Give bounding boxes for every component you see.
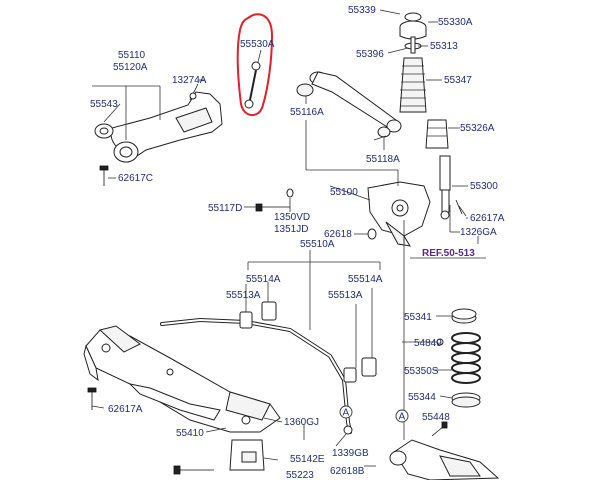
marker-a-lower: A	[339, 405, 353, 419]
upper-control-arm	[296, 71, 402, 138]
lower-arm	[389, 439, 500, 480]
label-55118A[interactable]: 55118A	[366, 154, 400, 165]
label-55339[interactable]: 55339	[348, 5, 376, 16]
part-labels: 55339 55330A 55396 55313 55347 55326A 55…	[90, 5, 505, 480]
label-62617A-right[interactable]: 62617A	[470, 213, 505, 224]
highlighted-part-55530A[interactable]	[236, 13, 274, 116]
label-55330A[interactable]: 55330A	[438, 17, 473, 28]
label-55513A-left[interactable]: 55513A	[226, 290, 261, 301]
label-55347[interactable]: 55347	[444, 75, 472, 86]
label-55110[interactable]: 55110	[118, 50, 146, 61]
label-55100[interactable]: 55100	[330, 187, 358, 198]
label-55530A[interactable]: 55530A	[240, 39, 275, 50]
marker-a-lower-text: A	[343, 408, 350, 419]
label-1326GA[interactable]: 1326GA	[460, 227, 497, 238]
label-62618B[interactable]: 62618B	[330, 466, 365, 477]
label-55514A-left[interactable]: 55514A	[246, 274, 281, 285]
label-13274A[interactable]: 13274A	[172, 75, 207, 86]
label-62617C[interactable]: 62617C	[118, 173, 153, 184]
label-55116A[interactable]: 55116A	[290, 107, 324, 118]
label-55300[interactable]: 55300	[470, 181, 498, 192]
label-55120A[interactable]: 55120A	[113, 62, 148, 73]
label-55117D[interactable]: 55117D	[208, 203, 242, 214]
label-55513A-right[interactable]: 55513A	[328, 290, 363, 301]
shock-absorber-assembly	[399, 12, 467, 220]
label-ref-50-513[interactable]: REF.50-513	[422, 248, 475, 259]
label-62617A-left[interactable]: 62617A	[108, 404, 143, 415]
label-55341[interactable]: 55341	[404, 312, 432, 323]
label-55448[interactable]: 55448	[422, 412, 450, 423]
label-55543[interactable]: 55543	[90, 99, 118, 110]
crossmember-55410	[83, 325, 281, 475]
label-55510A[interactable]: 55510A	[300, 239, 335, 250]
label-55344[interactable]: 55344	[408, 392, 436, 403]
label-55313[interactable]: 55313	[430, 41, 458, 52]
label-1351JD[interactable]: 1351JD	[274, 224, 308, 235]
leader-lines	[91, 9, 486, 467]
marker-a-upper: A	[395, 409, 409, 423]
label-55326A[interactable]: 55326A	[460, 123, 495, 134]
label-1339GB[interactable]: 1339GB	[332, 448, 369, 459]
label-55223[interactable]: 55223	[286, 470, 314, 480]
trailing-arm-assembly	[94, 83, 223, 186]
label-1360GJ[interactable]: 1360GJ	[284, 417, 319, 428]
label-55514A-right[interactable]: 55514A	[348, 274, 383, 285]
label-1350VD[interactable]: 1350VD	[274, 212, 310, 223]
marker-a-upper-text: A	[399, 412, 406, 423]
label-54849[interactable]: 54849	[414, 338, 442, 349]
label-55396[interactable]: 55396	[356, 49, 384, 60]
label-55142E[interactable]: 55142E	[290, 454, 325, 465]
label-55410[interactable]: 55410	[176, 428, 204, 439]
label-55350S[interactable]: 55350S	[404, 366, 439, 377]
label-62618-top[interactable]: 62618	[324, 229, 352, 240]
